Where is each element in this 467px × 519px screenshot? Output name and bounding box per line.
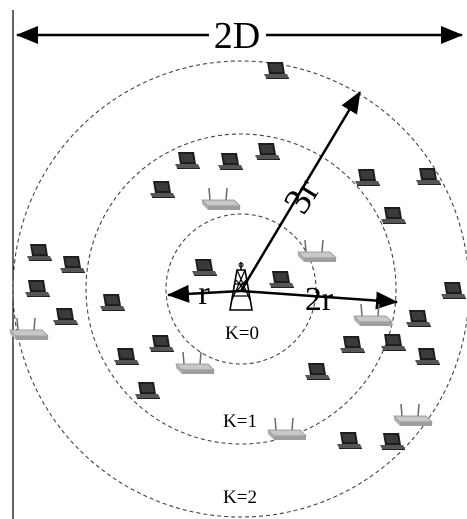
ring-k1: [85, 133, 397, 445]
wireless-router-icon: [353, 303, 393, 327]
laptop-icon: [264, 62, 289, 79]
wireless-router-icon: [201, 187, 241, 211]
laptop-icon: [381, 334, 406, 351]
ring-k0: [165, 213, 317, 365]
laptop-icon: [114, 348, 139, 365]
radius-2r-arrow: [240, 289, 398, 310]
laptop-icon: [60, 256, 85, 273]
laptop-icon: [27, 244, 52, 261]
laptop-icon: [255, 143, 280, 160]
laptop-icon: [340, 336, 365, 353]
wireless-router-icon: [297, 239, 337, 263]
zone-k2-label: K=2: [223, 487, 257, 508]
laptop-icon: [380, 433, 405, 450]
radius-3r-label: 3r: [276, 172, 329, 221]
laptop-icon: [25, 280, 50, 297]
laptop-icon: [192, 259, 217, 276]
laptop-icon: [218, 153, 243, 170]
wireless-router-icon: [175, 351, 215, 375]
laptop-icon: [150, 181, 175, 198]
radius-r-arrow: [167, 284, 242, 303]
laptop-icon: [415, 348, 440, 365]
laptop-icon: [355, 169, 380, 186]
wireless-router-icon: [9, 317, 49, 341]
width-label: 2D: [214, 15, 260, 57]
laptop-icon: [53, 308, 78, 325]
laptop-icon: [149, 335, 174, 352]
coverage-rings: [12, 60, 467, 518]
laptop-icon: [305, 363, 330, 380]
zone-k1-label: K=1: [223, 411, 257, 432]
radius-arrows: [167, 91, 398, 310]
wireless-router-icon: [267, 417, 307, 441]
base-station-tower-icon: [229, 262, 253, 311]
width-dimension: 2D: [12, 10, 463, 519]
radius-2r-label: 2r: [305, 281, 334, 318]
zone-k0-label: K=0: [225, 323, 259, 344]
wireless-router-icon: [393, 403, 433, 427]
laptop-icon: [269, 271, 294, 288]
radius-3r-arrow: [239, 91, 362, 292]
laptop-devices: [25, 62, 466, 450]
laptop-icon: [441, 282, 466, 299]
laptop-icon: [175, 152, 200, 169]
laptop-icon: [337, 432, 362, 449]
laptop-icon: [381, 207, 406, 224]
ring-k2: [12, 60, 467, 518]
laptop-icon: [100, 294, 125, 311]
radius-r-label: r: [198, 275, 210, 312]
laptop-icon: [135, 382, 160, 399]
laptop-icon: [406, 310, 431, 327]
laptop-icon: [416, 168, 441, 185]
router-devices: [9, 187, 433, 441]
